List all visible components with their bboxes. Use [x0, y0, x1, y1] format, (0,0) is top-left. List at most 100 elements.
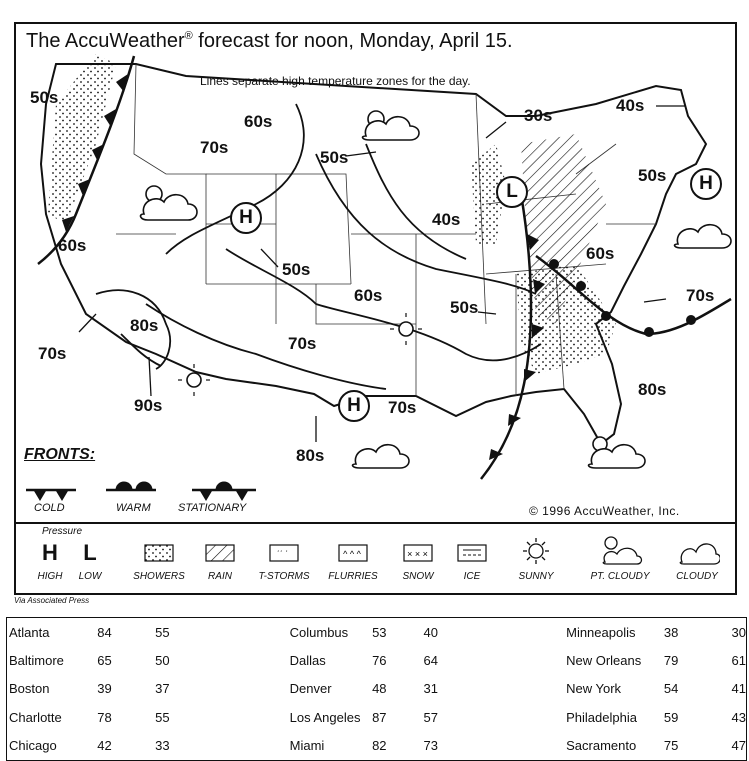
zone-label: 70s: [38, 344, 67, 363]
cell-low: 61: [731, 653, 746, 669]
zone-label: 50s: [638, 166, 667, 185]
zone-label: 30s: [524, 106, 553, 125]
cell-high: 82: [372, 738, 387, 754]
high-pressure-center: H: [338, 390, 370, 422]
legend-showers: SHOWERS: [128, 538, 190, 582]
cell-city: New York: [566, 681, 622, 697]
cell-low: 64: [423, 653, 438, 669]
ice-icon: [457, 544, 487, 562]
cell-high: 39: [97, 681, 112, 697]
flurries-icon: ^ ^ ^: [338, 544, 368, 562]
svg-text:^ ^ ^: ^ ^ ^: [343, 549, 361, 559]
rain-area-pacific: [48, 54, 116, 224]
pt-cloudy-icon-florida: [587, 436, 646, 469]
cell-high: 59: [663, 709, 679, 725]
cell-high: 78: [97, 709, 112, 725]
tstorm-area-southeast: [516, 264, 616, 374]
cell-city: Chicago: [9, 738, 57, 754]
zone-label: 60s: [354, 286, 383, 305]
cell-high: 84: [97, 624, 112, 640]
legend-high: H HIGH: [30, 538, 70, 582]
zone-label: 60s: [58, 236, 87, 255]
cell-city: Baltimore: [9, 653, 64, 669]
legend-ice: ICE: [452, 538, 492, 582]
cell-low: 57: [423, 709, 438, 725]
zone-label: 70s: [388, 398, 417, 417]
copyright: © 1996 AccuWeather, Inc.: [529, 504, 680, 518]
cell-high: 42: [97, 738, 112, 754]
cell-city: Philadelphia: [566, 709, 637, 725]
high-pressure-center: H: [230, 202, 262, 234]
cell-low: 43: [731, 709, 746, 725]
cloudy-icon: [679, 543, 720, 565]
weather-legend: Pressure H HIGH L LOW SHOWERS RAIN ʾʾ ʾ …: [16, 522, 735, 597]
fronts-title: FRONTS:: [24, 446, 96, 463]
cell-low: 73: [423, 738, 438, 754]
map-subtitle: Lines separate high temperature zones fo…: [200, 74, 471, 88]
cell-city: Atlanta: [9, 624, 50, 640]
showers-icon: [144, 544, 174, 562]
cell-low: 33: [155, 738, 170, 754]
high-pressure-center: H: [690, 168, 722, 200]
cell-low: 41: [731, 681, 746, 697]
zone-label: 90s: [134, 396, 163, 415]
cell-low: 30: [731, 624, 746, 640]
cell-high: 38: [663, 624, 679, 640]
zone-label: 80s: [130, 316, 159, 335]
zone-label: 70s: [686, 286, 715, 305]
cold-front-east-triangles: [489, 234, 545, 460]
snow-area-midwest: [471, 144, 506, 244]
cold-front-west: [37, 55, 136, 265]
legend-tstorms: ʾʾ ʾ T-STORMS: [252, 538, 316, 582]
zone-label: 50s: [320, 148, 349, 167]
cell-high: 65: [97, 653, 112, 669]
stationary-front-symbols: [549, 259, 696, 337]
legend-sunny: SUNNY: [510, 534, 562, 582]
cell-low: 37: [155, 681, 170, 697]
zone-label: 50s: [282, 260, 311, 279]
legend-high-symbol: H: [42, 540, 58, 565]
map-title: The AccuWeather® forecast for noon, Mond…: [26, 30, 513, 52]
rain-icon: [205, 544, 235, 562]
pt-cloudy-icon-north: [361, 110, 420, 141]
zone-label: 70s: [288, 334, 317, 353]
cell-city: Boston: [9, 681, 50, 697]
cell-low: 55: [155, 624, 170, 640]
cell-high: 79: [663, 653, 679, 669]
front-legend-symbols: [26, 481, 256, 501]
cell-city: Minneapolis: [566, 624, 636, 640]
zone-label: 80s: [638, 380, 667, 399]
zone-label: 80s: [296, 446, 325, 465]
sun-rays: [178, 313, 422, 396]
cell-low: 55: [155, 709, 170, 725]
cell-city: Los Angeles: [289, 709, 361, 725]
pt-cloudy-icon: [602, 536, 643, 565]
pt-cloudy-icon-northwest: [139, 185, 198, 221]
zone-label: 60s: [244, 112, 273, 131]
label-arrows: [78, 105, 686, 442]
zone-label: 70s: [200, 138, 229, 157]
cell-low: 40: [423, 624, 438, 640]
front-label-cold: COLD: [34, 502, 65, 514]
cell-high: 54: [663, 681, 679, 697]
us-map-drawing: [26, 54, 732, 501]
cell-high: 76: [372, 653, 387, 669]
cold-front-west-triangles: [62, 74, 128, 232]
zone-label: 40s: [432, 210, 461, 229]
cell-low: 31: [423, 681, 438, 697]
cell-city: New Orleans: [566, 653, 642, 669]
cell-high: 87: [372, 709, 387, 725]
low-pressure-center: L: [496, 176, 528, 208]
isotherms: [95, 103, 542, 390]
cell-city: Sacramento: [566, 738, 637, 754]
zone-label: 50s: [30, 88, 59, 107]
legend-pressure-label: Pressure: [42, 526, 83, 537]
credit-line: Via Associated Press: [14, 596, 90, 605]
cell-city: Columbus: [289, 624, 349, 640]
legend-snow: × × × SNOW: [396, 538, 440, 582]
weather-map: The AccuWeather® forecast for noon, Mond…: [14, 22, 737, 595]
